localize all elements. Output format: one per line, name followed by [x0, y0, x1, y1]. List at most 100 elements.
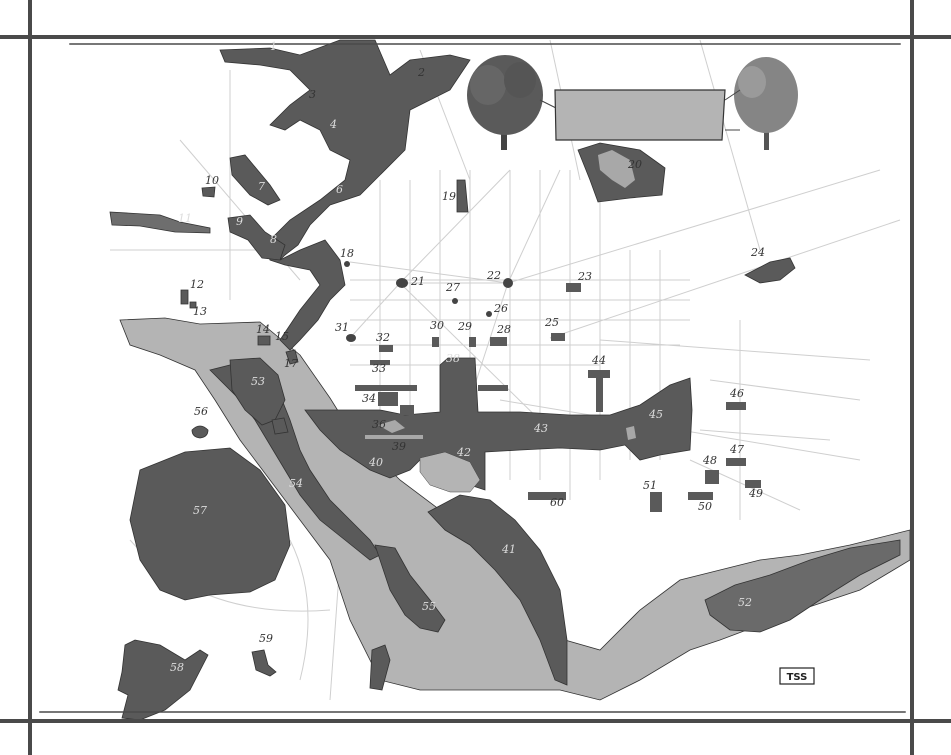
- region-17: [285, 349, 299, 365]
- region-label-12: 12: [190, 278, 204, 291]
- region-label-18: 18: [340, 247, 354, 260]
- circle-18: [344, 261, 350, 267]
- region-label-3: 3: [309, 88, 316, 101]
- region-label-20: 20: [627, 158, 642, 171]
- region-label-55: 55: [422, 600, 436, 613]
- region-label-47: 47: [729, 443, 744, 456]
- region-label-50: 50: [698, 500, 712, 513]
- region-label-26: 26: [493, 302, 508, 315]
- circle-sites: [344, 261, 513, 342]
- region-label-14: 14: [256, 323, 270, 336]
- site-46: [726, 402, 746, 410]
- site-32: [379, 345, 393, 352]
- region-57: [129, 447, 291, 601]
- region-label-32: 32: [376, 331, 390, 344]
- site-29: [469, 337, 476, 347]
- region-12: [180, 289, 189, 305]
- site-30: [432, 337, 439, 347]
- tree-right-icon: [734, 57, 798, 150]
- region-36-inner: [378, 420, 405, 433]
- region-label-24: 24: [750, 246, 765, 259]
- region-label-58: 58: [170, 661, 184, 674]
- region-label-11: 11: [178, 212, 192, 225]
- region-39-band: [365, 435, 423, 439]
- site-23: [566, 283, 581, 292]
- region-11: [109, 211, 211, 234]
- circle-21: [396, 278, 408, 288]
- small-sites: [355, 283, 761, 512]
- site-48: [705, 470, 719, 484]
- region-label-29: 29: [457, 320, 472, 333]
- region-53-small: [271, 417, 289, 435]
- region-label-28: 28: [496, 323, 511, 336]
- region-label-10: 10: [205, 174, 219, 187]
- region-10: [201, 186, 216, 198]
- region-rock-creek: [219, 39, 471, 351]
- region-label-6: 6: [336, 183, 343, 196]
- region-label-9: 9: [236, 215, 243, 228]
- site-34: [378, 392, 398, 406]
- region-label-21: 21: [410, 275, 425, 288]
- region-label-45: 45: [648, 408, 663, 421]
- region-label-36: 36: [372, 418, 386, 431]
- region-14: [257, 335, 271, 346]
- site-mall-bar: [355, 385, 417, 391]
- region-label-51: 51: [643, 479, 657, 492]
- region-45-inner: [626, 426, 636, 440]
- region-label-40: 40: [368, 456, 383, 469]
- region-55-lower: [369, 644, 391, 691]
- region-label-56: 56: [194, 405, 208, 418]
- region-56: [191, 425, 209, 439]
- site-50: [688, 492, 713, 500]
- region-label-60: 60: [550, 496, 564, 509]
- region-13: [189, 301, 197, 309]
- region-41: [427, 494, 568, 686]
- site-44-top: [588, 370, 610, 378]
- region-label-44: 44: [591, 354, 606, 367]
- region-label-25: 25: [544, 316, 559, 329]
- site-35: [400, 405, 414, 415]
- region-59: [251, 649, 277, 677]
- region-label-42: 42: [456, 446, 471, 459]
- region-label-34: 34: [362, 392, 376, 405]
- region-43-mall: [304, 357, 693, 491]
- region-label-30: 30: [430, 319, 444, 332]
- region-label-57: 57: [193, 504, 207, 517]
- region-label-4: 4: [329, 118, 337, 131]
- site-49: [745, 480, 761, 488]
- region-label-48: 48: [702, 454, 717, 467]
- site-47: [726, 458, 746, 466]
- site-51: [650, 492, 662, 512]
- signature-text: TSS: [787, 672, 808, 683]
- region-58: [117, 639, 209, 721]
- tree-left-icon: [467, 55, 543, 150]
- region-label-31: 31: [335, 321, 349, 334]
- site-52: [528, 492, 566, 500]
- region-label-43: 43: [533, 422, 548, 435]
- region-label-19: 19: [442, 190, 456, 203]
- region-label-13: 13: [193, 305, 207, 318]
- region-20-inner: [598, 150, 635, 188]
- region-55: [374, 544, 446, 633]
- site-44-stem: [596, 378, 603, 412]
- region-label-33: 33: [372, 362, 386, 375]
- region-label-23: 23: [577, 270, 592, 283]
- circle-22: [503, 278, 513, 288]
- region-label-7: 7: [258, 180, 265, 193]
- site-25: [551, 333, 565, 341]
- circle-31: [346, 334, 356, 342]
- site-28: [490, 337, 507, 346]
- region-label-54: 54: [289, 477, 303, 490]
- region-label-22: 22: [486, 269, 501, 282]
- region-label-38: 38: [446, 352, 460, 365]
- site-bar-right: [478, 385, 508, 391]
- region-19: [456, 179, 469, 213]
- region-label-27: 27: [445, 281, 460, 294]
- region-label-1: 1: [270, 40, 277, 53]
- region-label-59: 59: [259, 632, 273, 645]
- banner: [539, 89, 741, 141]
- region-label-52: 52: [738, 596, 752, 609]
